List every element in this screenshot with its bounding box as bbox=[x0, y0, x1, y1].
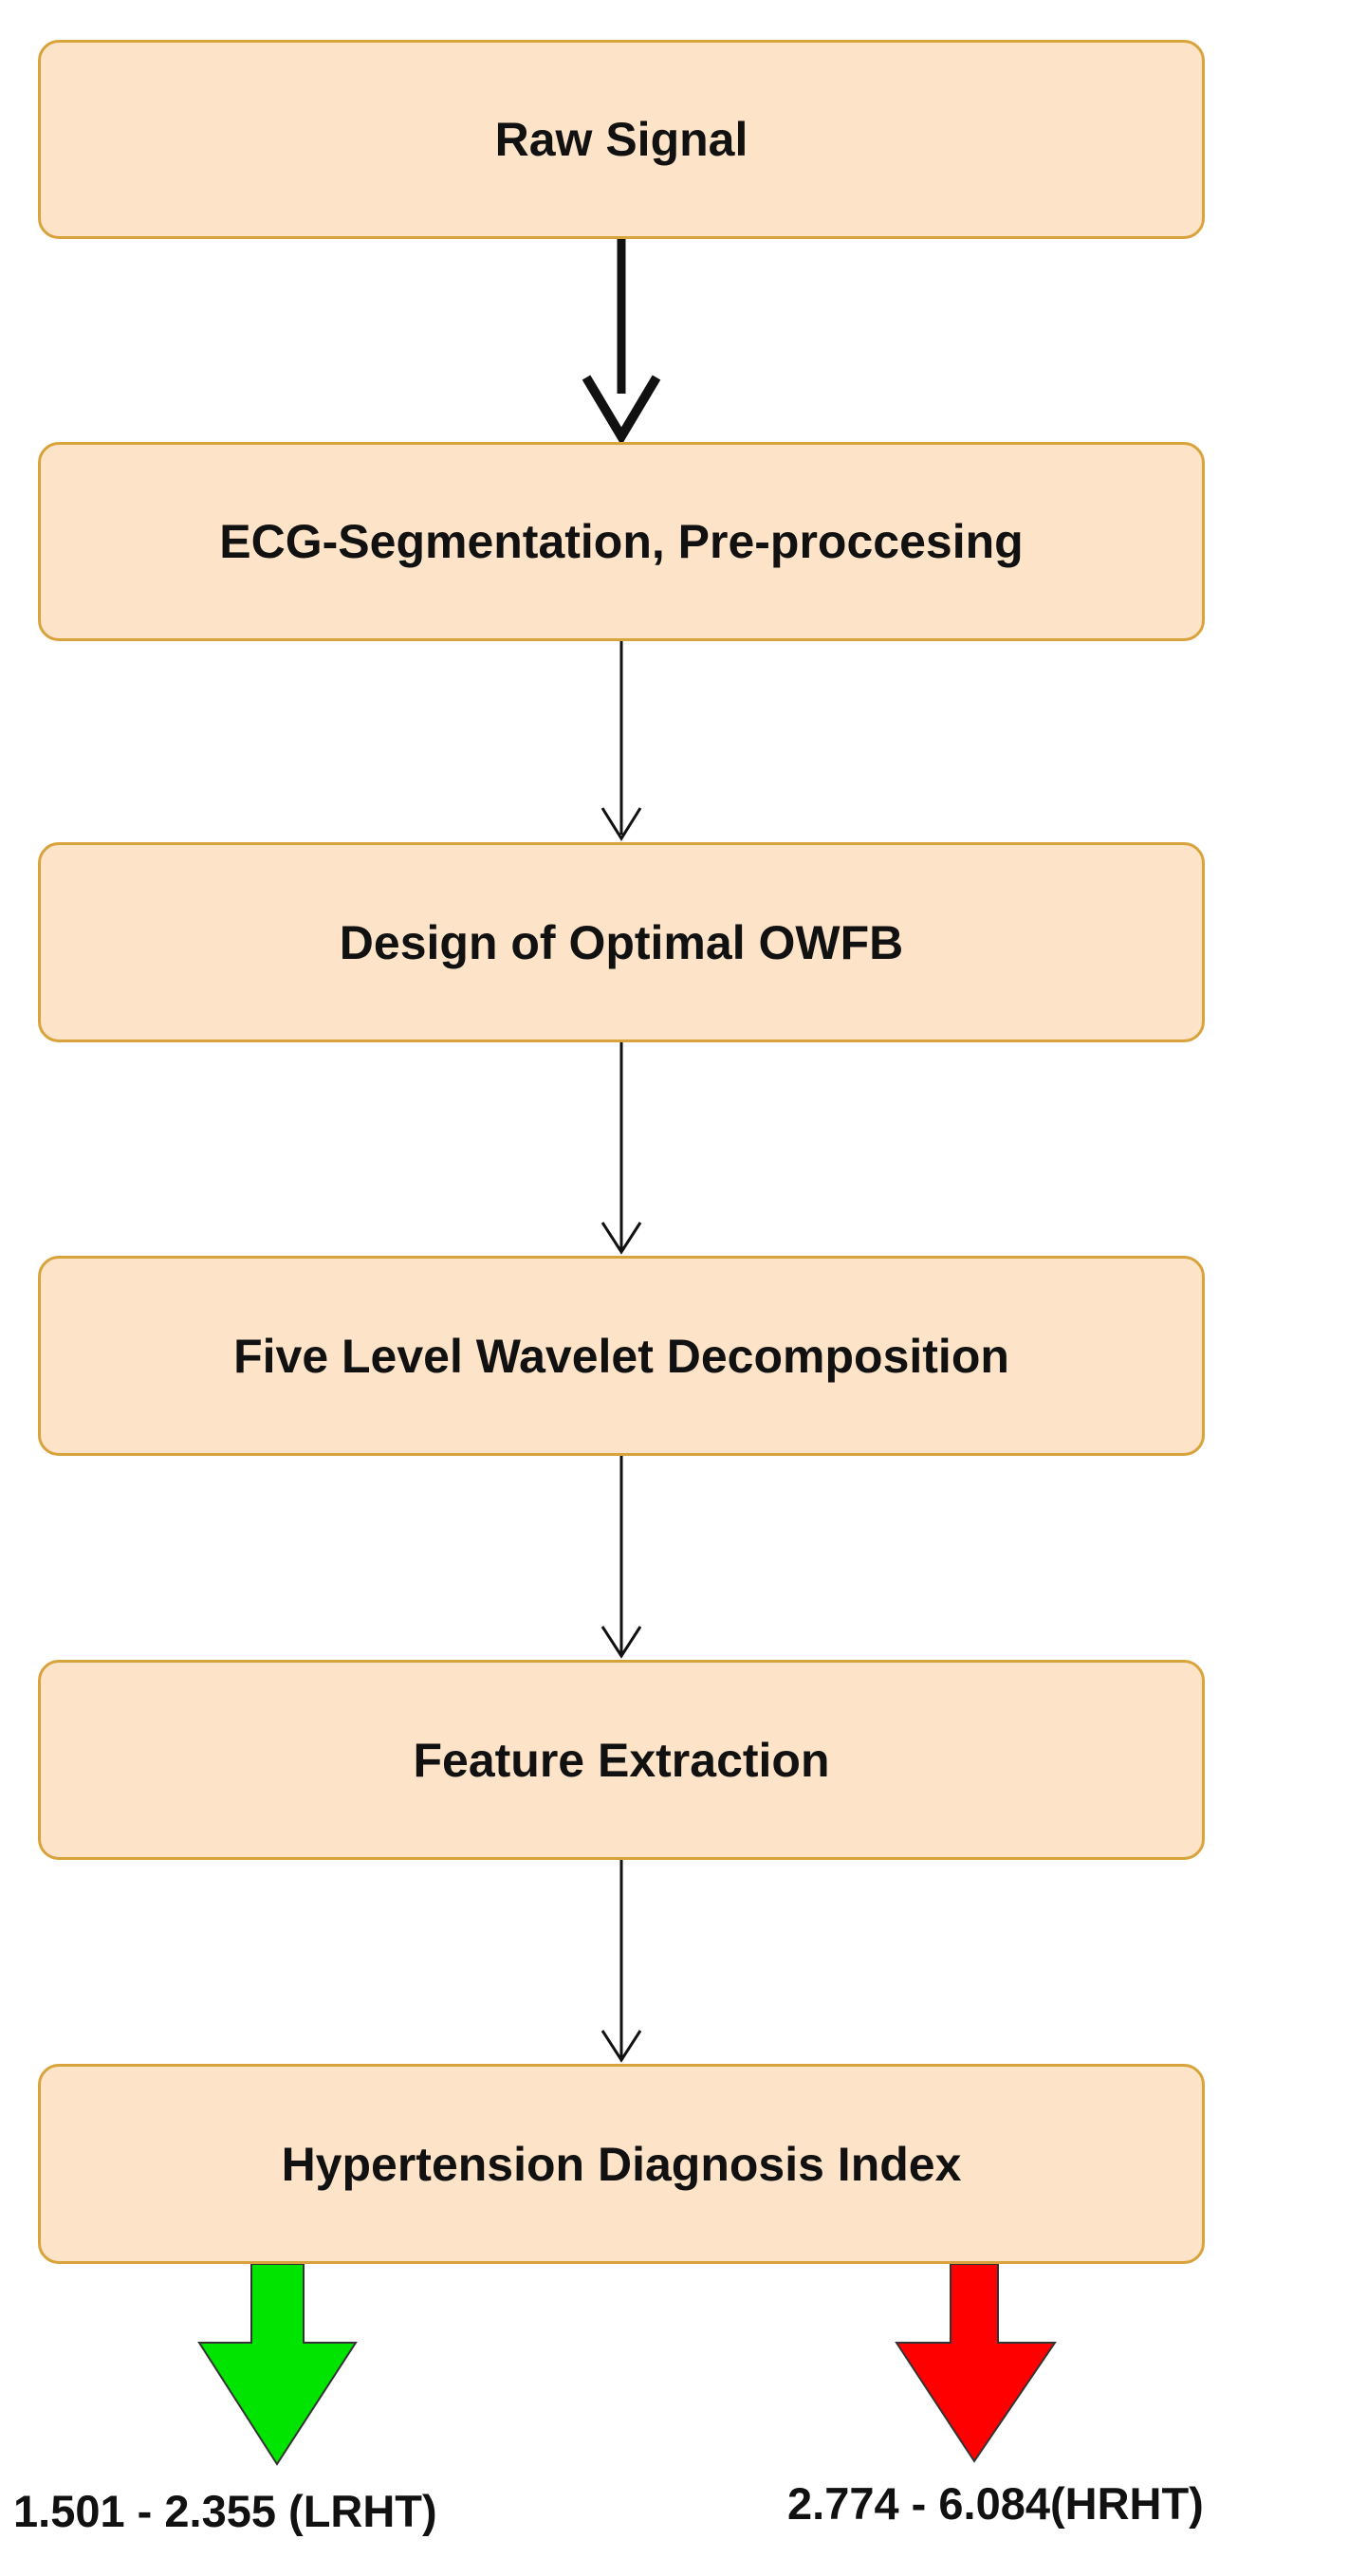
step-label: ECG-Segmentation, Pre-proccesing bbox=[219, 515, 1024, 568]
green-down-arrow-icon bbox=[197, 2263, 358, 2466]
arrow-raw-to-segmentation bbox=[582, 239, 661, 446]
step-label: Design of Optimal OWFB bbox=[339, 915, 904, 969]
step-label: Feature Extraction bbox=[413, 1733, 830, 1787]
step-design-owfb: Design of Optimal OWFB bbox=[38, 842, 1205, 1042]
step-feature-extraction: Feature Extraction bbox=[38, 1660, 1205, 1860]
arrow-feature-to-index bbox=[600, 1860, 642, 2063]
outcome-high-risk-label: 2.774 - 6.084(HRHT) bbox=[787, 2478, 1204, 2529]
red-down-arrow-icon bbox=[895, 2263, 1057, 2463]
outcome-low-risk-label: 1.501 - 2.355 (LRHT) bbox=[13, 2486, 437, 2536]
step-ecg-segmentation: ECG-Segmentation, Pre-proccesing bbox=[38, 442, 1205, 641]
step-label: Raw Signal bbox=[494, 113, 748, 166]
arrow-owfb-to-wavelet bbox=[600, 1042, 642, 1255]
step-label: Five Level Wavelet Decomposition bbox=[233, 1329, 1009, 1383]
step-raw-signal: Raw Signal bbox=[38, 40, 1205, 239]
step-label: Hypertension Diagnosis Index bbox=[281, 2137, 962, 2191]
step-wavelet-decomposition: Five Level Wavelet Decomposition bbox=[38, 1256, 1205, 1456]
arrow-segmentation-to-owfb bbox=[600, 641, 642, 841]
arrow-wavelet-to-feature bbox=[600, 1456, 642, 1659]
step-hypertension-index: Hypertension Diagnosis Index bbox=[38, 2064, 1205, 2264]
